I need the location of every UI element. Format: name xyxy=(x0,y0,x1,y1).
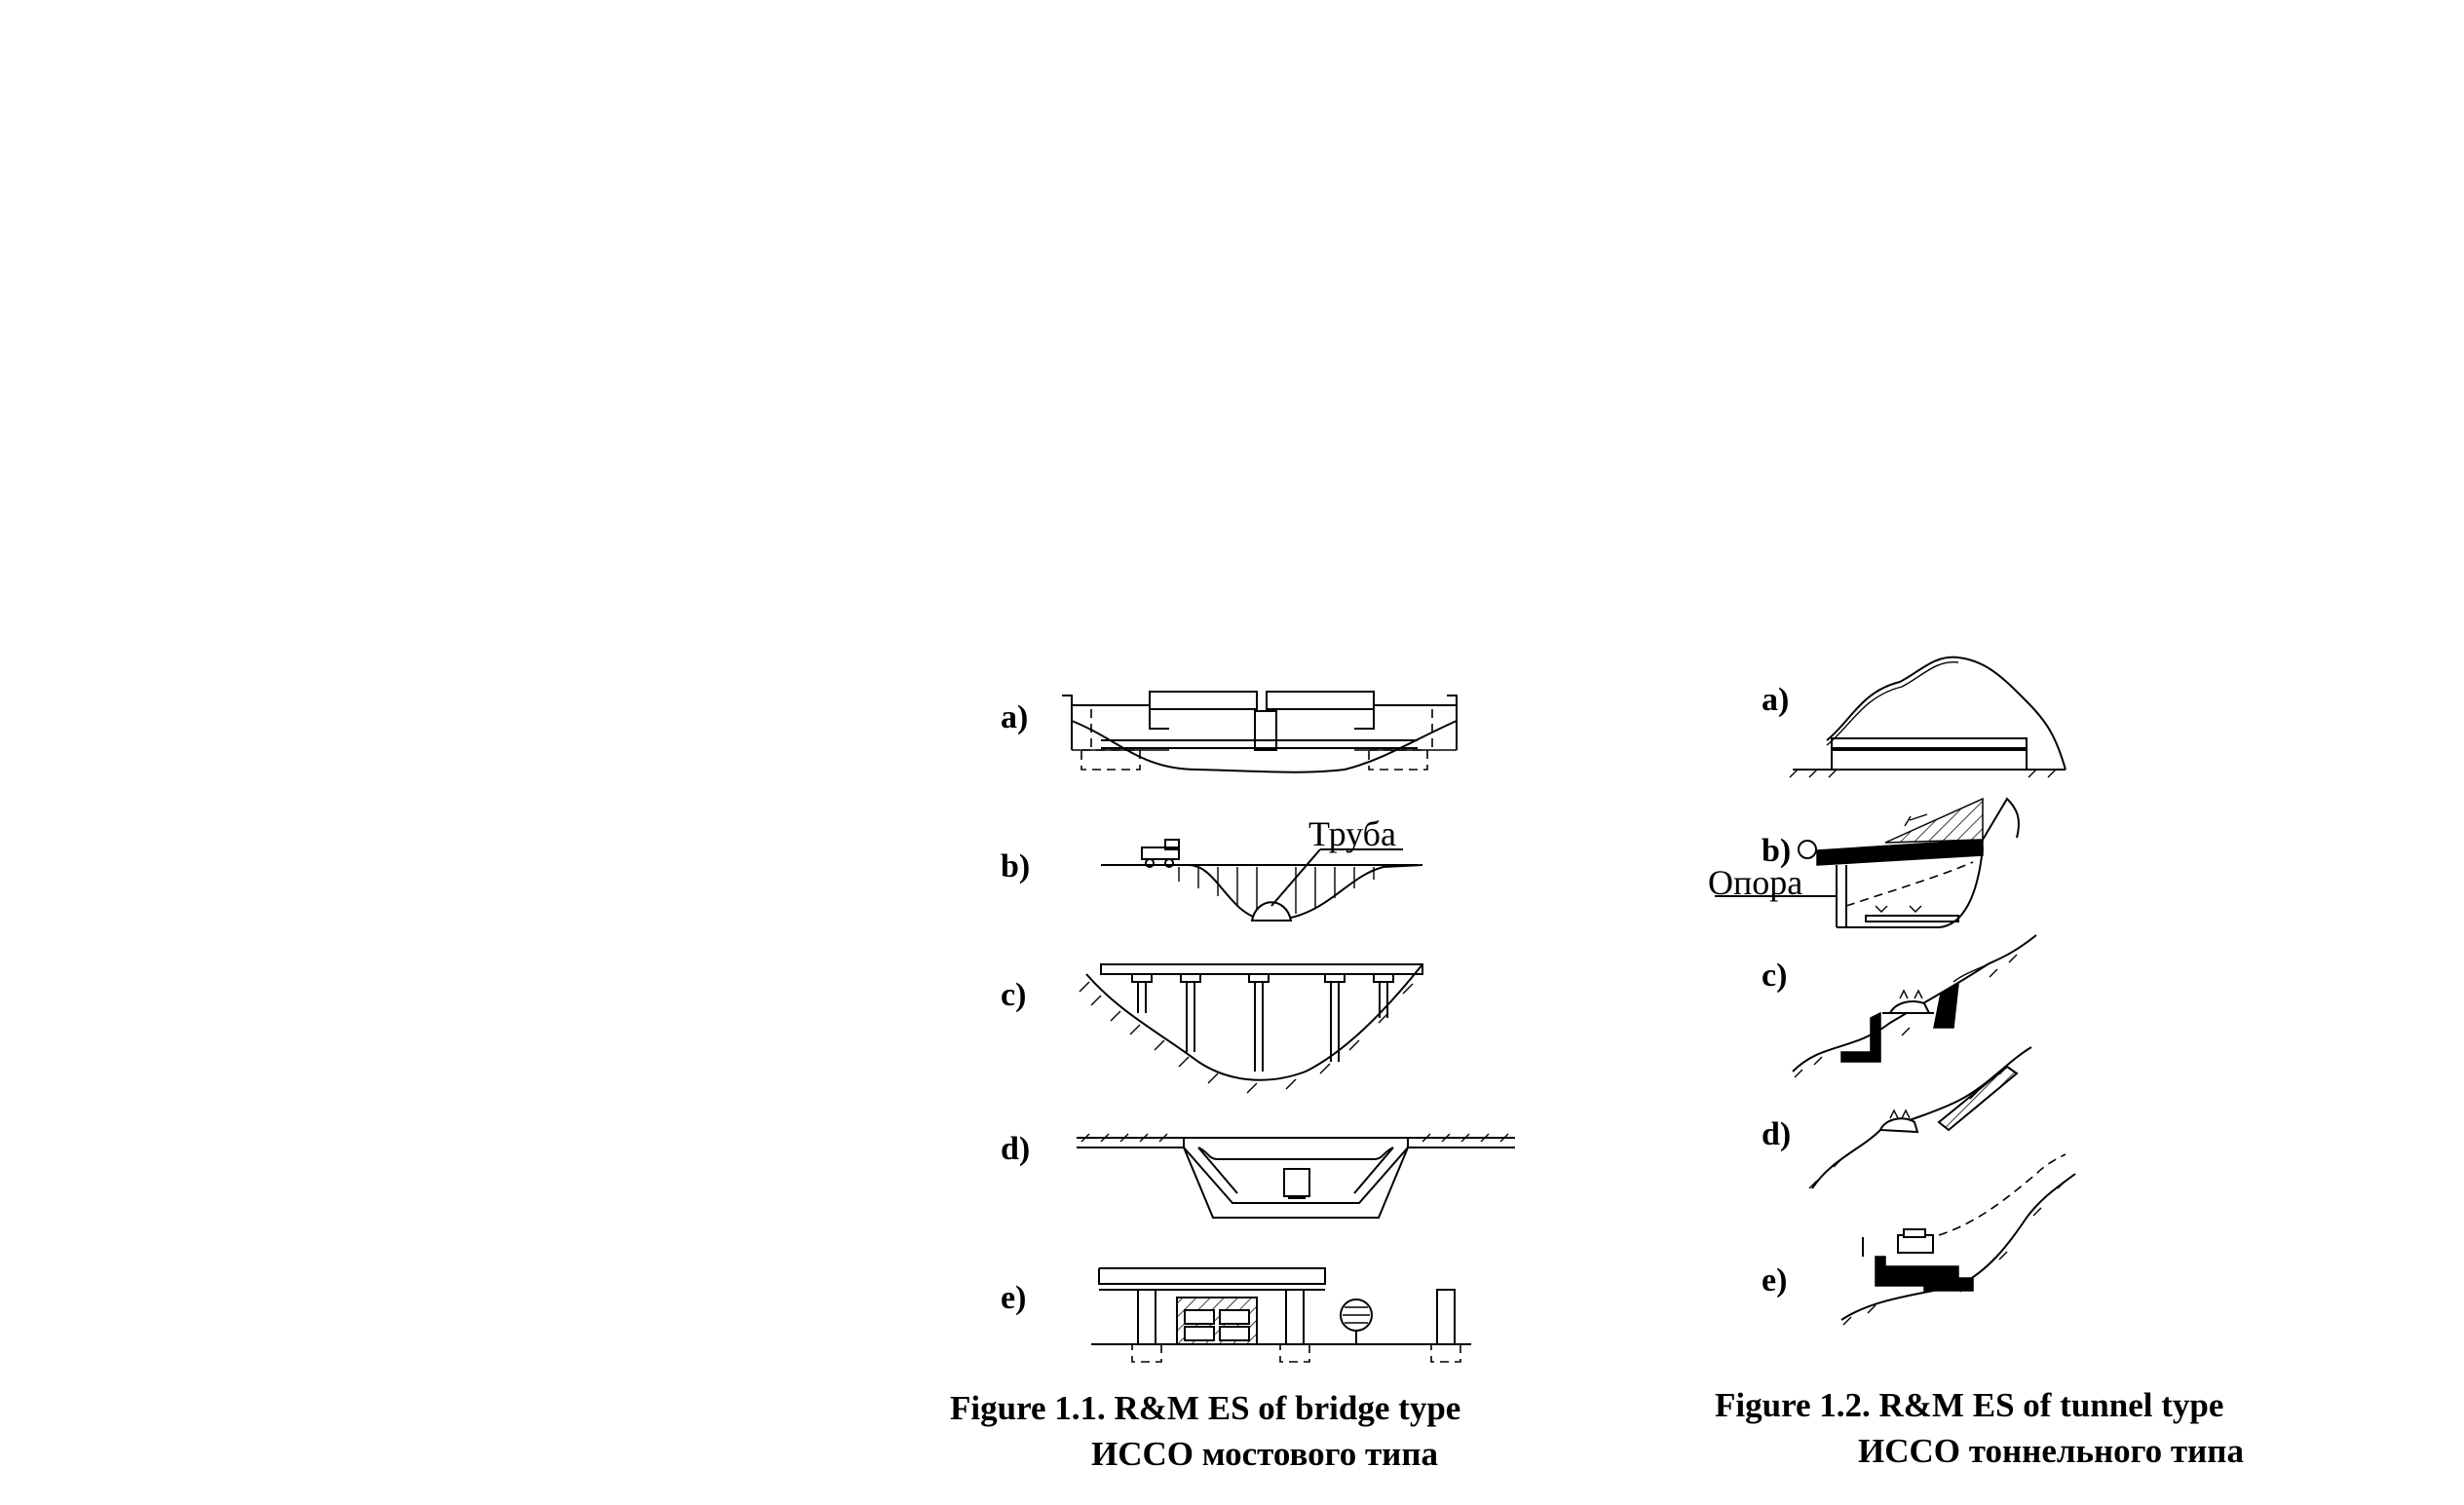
tunnel-label-a: a) xyxy=(1762,682,1790,718)
tunnel-drawing-a xyxy=(1789,656,2066,778)
tunnel-label-d: d) xyxy=(1762,1116,1792,1152)
bridge-drawing-a xyxy=(1062,691,1458,773)
tunnel-drawing-d xyxy=(1808,1046,2032,1189)
figure2-caption-ru: ИССО тоннельного типа xyxy=(1858,1432,2244,1470)
figure2-caption-en: Figure 1.2. R&M ES of tunnel type xyxy=(1715,1386,2224,1424)
tunnel-label-b: b) xyxy=(1762,833,1792,869)
bridge-drawing-b xyxy=(1101,839,1423,922)
bridge-label-a: a) xyxy=(1001,699,1029,735)
pipe-annotation: Труба xyxy=(1308,814,1396,853)
figure1-caption-ru: ИССО мостового типа xyxy=(1091,1435,1438,1473)
bridge-drawing-e xyxy=(1091,1267,1471,1363)
tunnel-label-e: e) xyxy=(1762,1262,1788,1298)
bridge-drawing-d xyxy=(1077,1133,1515,1219)
figure1-caption-en: Figure 1.1. R&M ES of bridge type xyxy=(950,1389,1461,1427)
support-annotation: Опора xyxy=(1708,863,1803,902)
bridge-label-c: c) xyxy=(1001,977,1027,1013)
bridge-label-e: e) xyxy=(1001,1280,1027,1316)
bridge-label-d: d) xyxy=(1001,1131,1031,1167)
tunnel-drawing-b xyxy=(1715,797,2020,928)
bridge-label-b: b) xyxy=(1001,848,1031,884)
tunnel-label-c: c) xyxy=(1762,958,1788,994)
tunnel-drawing-c xyxy=(1792,934,2037,1078)
tunnel-drawing-e xyxy=(1840,1153,2076,1326)
bridge-drawing-c xyxy=(1079,963,1423,1094)
